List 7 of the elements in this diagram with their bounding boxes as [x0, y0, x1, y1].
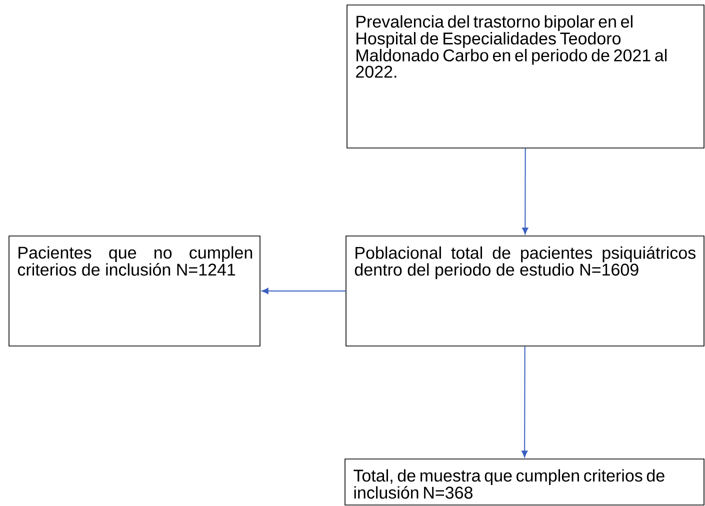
arrow	[262, 288, 346, 294]
arrow	[522, 346, 528, 458]
arrow	[522, 148, 528, 234]
process-box: Pacientes que no cumplen criterios de inclusión N=1241	[8, 236, 260, 346]
process-box: Poblacional total de pacientes psiquiátricos dentro del periodo de estudio N=1609	[346, 236, 704, 346]
process-box: Total, de muestra que cumplen criterios de inclusión N=368	[344, 458, 704, 506]
process-box: Prevalencia del trastorno bipolar en el Hospital de Especialidades Teodoro Maldonado Carbo en el periodo de 2021 al 2022.	[346, 4, 704, 148]
